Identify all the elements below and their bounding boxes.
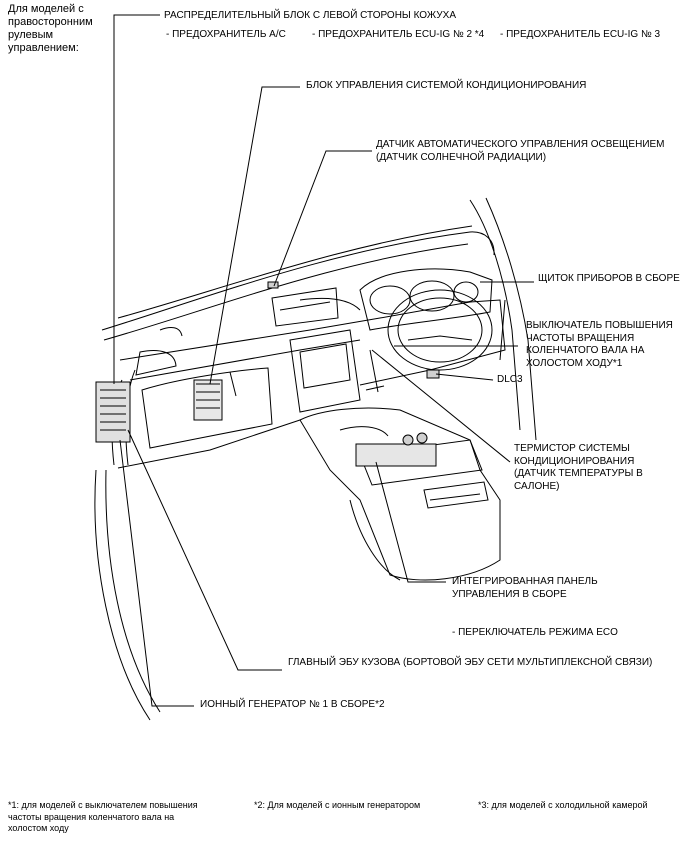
callout-room-temp-sensor: ТЕРМИСТОР СИСТЕМЫ КОНДИЦИОНИРОВАНИЯ (ДАТ…	[514, 443, 643, 492]
callout-combination-meter: ЩИТОК ПРИБОРОВ В СБОРЕ	[538, 273, 680, 284]
callout-main-body-ecu: ГЛАВНЫЙ ЭБУ КУЗОВА (БОРТОВОЙ ЭБУ СЕТИ МУ…	[288, 657, 653, 668]
leader-ac-amplifier	[209, 86, 300, 385]
lower-dash-outline	[119, 299, 506, 386]
callout-integration-panel: ИНТЕГРИРОВАННАЯ ПАНЕЛЬ УПРАВЛЕНИЯ В СБОР…	[452, 576, 598, 600]
junction-block-part	[95, 381, 131, 443]
leader-light-sensor	[273, 150, 372, 287]
callout-idle-up-switch: ВЫКЛЮЧАТЕЛЬ ПОВЫШЕНИЯ ЧАСТОТЫ ВРАЩЕНИЯ К…	[526, 320, 673, 369]
callout-ac-amplifier: БЛОК УПРАВЛЕНИЯ СИСТЕМОЙ КОНДИЦИОНИРОВАН…	[306, 80, 587, 91]
callout-fuse-ecu-ig2: - ПРЕДОХРАНИТЕЛЬ ECU-IG № 2 *4	[312, 29, 485, 40]
leader-integration-panel	[375, 461, 446, 583]
light-sensor-part	[267, 281, 279, 289]
callout-light-sensor: ДАТЧИК АВТОМАТИЧЕСКОГО УПРАВЛЕНИЯ ОСВЕЩЕ…	[376, 139, 665, 163]
callout-ion-generator: ИОННЫЙ ГЕНЕРАТОР № 1 В СБОРЕ*2	[200, 699, 385, 710]
footnote-2: *2: Для моделей с ионным генератором	[254, 800, 421, 810]
integration-panel-part	[355, 443, 437, 467]
callout-left-junction-block: РАСПРЕДЕЛИТЕЛЬНЫЙ БЛОК С ЛЕВОЙ СТОРОНЫ К…	[164, 10, 456, 21]
steering-wheel	[387, 289, 493, 371]
rhd-note: Для моделей с правосторонним рулевым упр…	[8, 3, 93, 54]
cluster-outline	[359, 268, 493, 331]
glovebox-outline	[141, 367, 273, 449]
dash-top-outline	[101, 231, 495, 331]
console-outline	[299, 407, 501, 581]
leader-junction-block	[113, 14, 160, 384]
leader-main-body-ecu	[127, 429, 282, 671]
callout-fuse-ecu-ig3: - ПРЕДОХРАНИТЕЛЬ ECU-IG № 3	[500, 29, 661, 40]
callout-fuse-ac: - ПРЕДОХРАНИТЕЛЬ A/C	[166, 29, 286, 40]
callout-eco-switch: - ПЕРЕКЛЮЧАТЕЛЬ РЕЖИМА ECO	[452, 627, 618, 638]
center-stack	[289, 329, 361, 413]
callout-dlc3: DLC3	[497, 374, 523, 385]
footnote-3: *3: для моделей с холодильной камерой	[478, 800, 648, 810]
leader-dlc3	[435, 373, 494, 381]
leader-ion-generator	[119, 439, 194, 707]
leader-room-temp	[371, 349, 511, 463]
footnote-1: *1: для моделей с выключателем повышения…	[8, 800, 198, 833]
